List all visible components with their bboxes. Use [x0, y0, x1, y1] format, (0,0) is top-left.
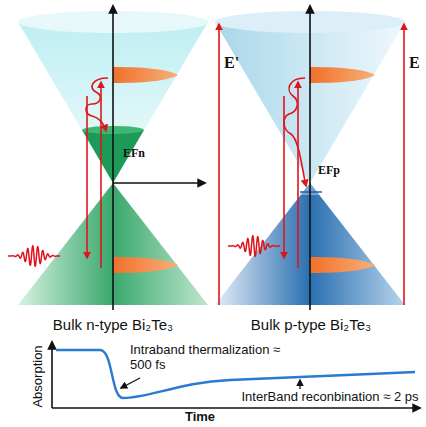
axis-title: Time: [170, 410, 230, 425]
annotation: InterBand reconbination ≈ 2 ps: [240, 390, 420, 405]
panel-caption: Bulk p-type Bi₂Te₃: [208, 316, 414, 333]
fermi-level-label: EFn: [123, 147, 163, 161]
laser-pulse: [8, 236, 280, 267]
axis-title: Absorption: [31, 331, 46, 421]
panel-caption: Bulk n-type Bi₂Te₃: [6, 316, 220, 333]
energy-axes: [113, 6, 310, 310]
transition-arrows: [86, 24, 404, 305]
fermi-level-label: EFp: [318, 164, 358, 178]
annotation: Intraband thermalization ≈ 500 fs: [130, 343, 298, 373]
pulse-wave: [228, 236, 280, 257]
pulse-wave: [8, 246, 60, 267]
energy-label: E: [409, 54, 424, 72]
energy-label: E': [224, 54, 254, 72]
absorption-plot: [52, 342, 420, 408]
carrier-distribution: [113, 67, 375, 273]
